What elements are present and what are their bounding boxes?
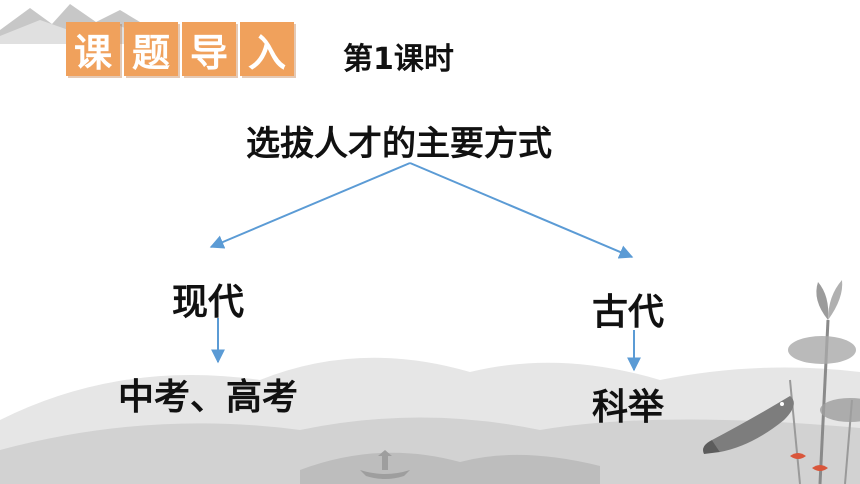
diagram-right-child: 科举 [592, 387, 665, 428]
lesson-label: 第1课时 [343, 42, 454, 77]
diagram-root: 选拔人才的主要方式 [246, 124, 552, 164]
bottom-misty-hills [0, 357, 860, 484]
diagram-left-child: 中考、高考 [118, 377, 299, 418]
boat-figure [360, 450, 410, 479]
title-tile: 导 [182, 22, 236, 76]
arrow-root-to-left [209, 162, 411, 249]
section-title: 课 题 导 入 [66, 22, 294, 76]
title-tile: 题 [124, 22, 178, 76]
diagram-left-node: 现代 [172, 282, 245, 323]
koi-fish [703, 396, 794, 454]
title-tile: 课 [66, 22, 120, 76]
diagram-right-node: 古代 [592, 292, 665, 333]
title-tile: 入 [240, 22, 294, 76]
red-fish [790, 453, 828, 471]
lotus-plant [788, 280, 860, 484]
arrow-root-to-right [409, 162, 634, 259]
